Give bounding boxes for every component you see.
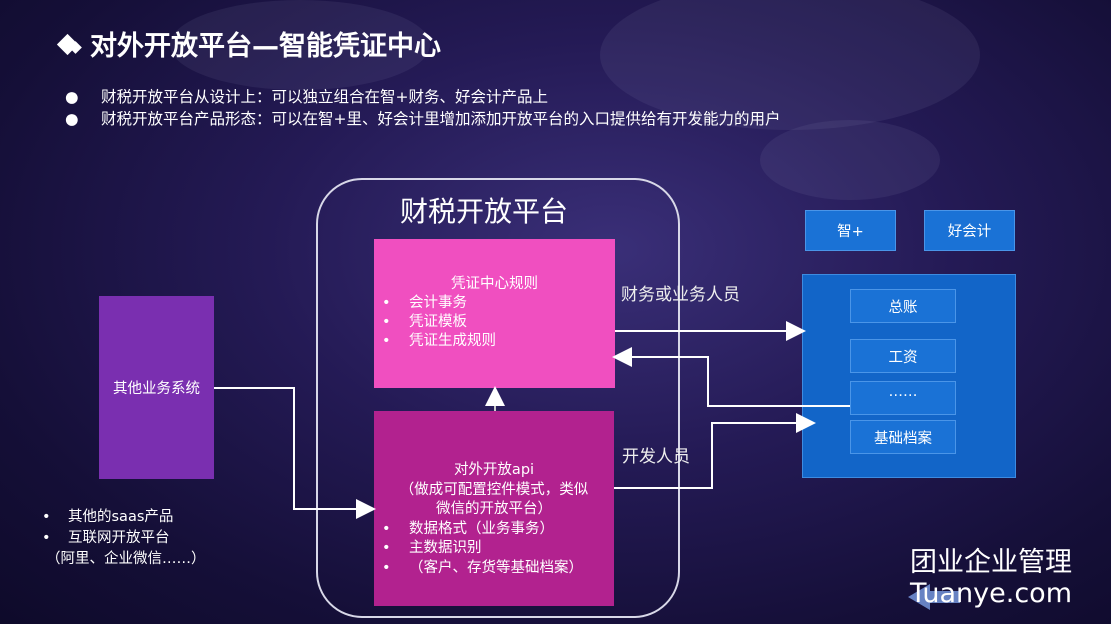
external-sources-list: •其他的saas产品 •互联网开放平台 （阿里、企业微信……） — [42, 507, 206, 570]
product-modules-box: 总账 工资 …… 基础档案 — [802, 274, 1016, 478]
open-api-item: •（客户、存货等基础档案） — [382, 559, 583, 576]
voucher-rules-box: 凭证中心规则 •会计事务 •凭证模板 •凭证生成规则 — [374, 239, 615, 388]
voucher-rule-item: •凭证生成规则 — [382, 333, 496, 349]
open-api-item: •主数据识别 — [382, 540, 482, 556]
brand-cn: 团业企业管理 — [910, 547, 1072, 578]
back-arrow-icon — [908, 584, 960, 610]
map-silhouette — [760, 120, 940, 200]
bullet-icon: ● — [65, 110, 79, 128]
platform-container — [316, 178, 680, 618]
page-title-row: 对外开放平台—智能凭证中心 — [56, 24, 441, 63]
arrow-api-to-modules — [614, 413, 816, 489]
page-title: 对外开放平台—智能凭证中心 — [90, 31, 441, 62]
platform-title: 财税开放平台 — [399, 195, 568, 228]
map-silhouette — [600, 0, 980, 130]
arrow-modules-to-voucher — [612, 347, 850, 407]
voucher-rule-item: •会计事务 — [382, 295, 467, 311]
open-api-item: •数据格式（业务事务） — [382, 520, 554, 537]
list-item: •其他的saas产品 — [42, 509, 174, 525]
module-payroll: 工资 — [850, 339, 956, 373]
arrow-systems-to-api — [214, 387, 376, 519]
product-zhi-plus: 智+ — [805, 210, 896, 251]
module-master-data: 基础档案 — [850, 420, 956, 454]
flow-label-finance-users: 财务或业务人员 — [621, 285, 740, 305]
open-api-title: 对外开放api — [453, 462, 535, 478]
product-hao-kuaiji: 好会计 — [924, 210, 1015, 251]
other-systems-label: 其他业务系统 — [113, 381, 200, 397]
other-systems-box: 其他业务系统 — [99, 296, 214, 479]
brand-en: Tuanye.com — [910, 578, 1072, 609]
module-general-ledger: 总账 — [850, 289, 956, 323]
voucher-rule-item: •凭证模板 — [382, 314, 467, 330]
intro-bullets: ●财税开放平台从设计上：可以独立组合在智+财务、好会计产品上 ●财税开放平台产品… — [65, 86, 781, 130]
map-silhouette — [170, 0, 430, 90]
bullet-icon: ● — [65, 88, 79, 106]
open-api-box: 对外开放api （做成可配置控件模式，类似 微信的开放平台） •数据格式（业务事… — [374, 411, 614, 606]
list-item: •互联网开放平台 — [42, 530, 170, 546]
open-api-subtitle: （做成可配置控件模式，类似 — [399, 481, 589, 498]
open-api-subtitle: 微信的开放平台） — [436, 501, 552, 517]
intro-bullet: ●财税开放平台产品形态：可以在智+里、好会计里增加添加开放平台的入口提供给有开发… — [65, 110, 781, 128]
voucher-rules-title: 凭证中心规则 — [451, 276, 538, 292]
intro-bullet: ●财税开放平台从设计上：可以独立组合在智+财务、好会计产品上 — [65, 88, 548, 106]
list-note: （阿里、企业微信……） — [46, 551, 206, 567]
flow-label-developers: 开发人员 — [622, 447, 690, 467]
module-more: …… — [850, 381, 956, 415]
